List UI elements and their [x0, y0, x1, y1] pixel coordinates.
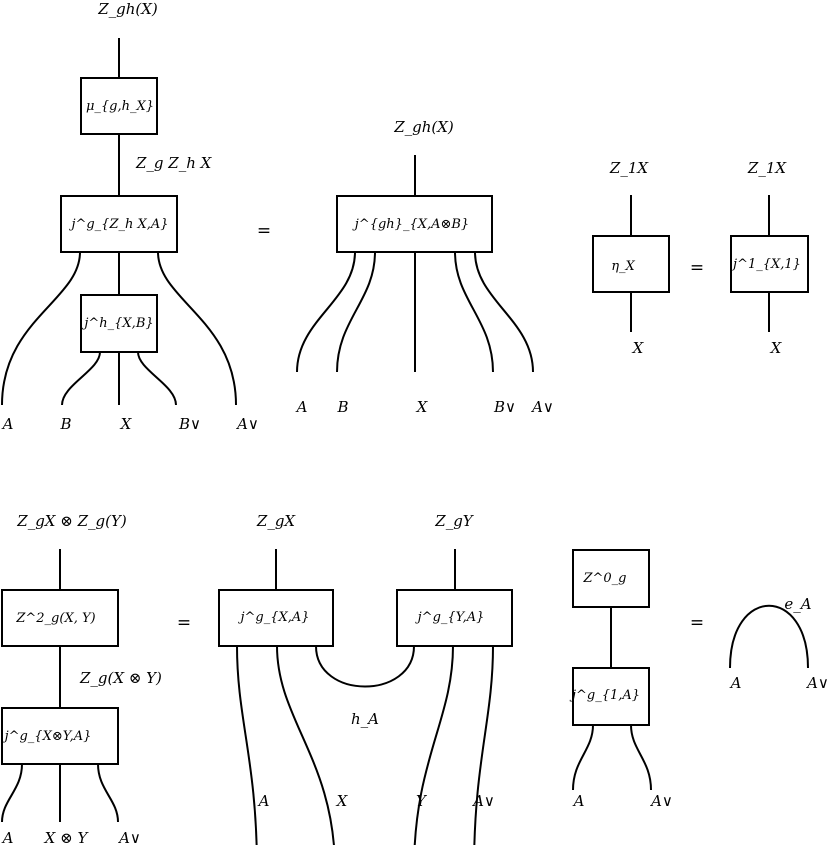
- top-label: Z_gX: [256, 512, 297, 530]
- jgh-label: j^{gh}_{X,A⊗B}: [352, 217, 469, 232]
- z2-box: [1, 589, 119, 647]
- jg-y-box: [396, 589, 513, 647]
- bottom-label: A∨: [805, 674, 829, 692]
- diagram-2: Z_gh(X) j^{gh}_{X,A⊗B} A B X B∨ A∨: [295, 118, 554, 416]
- equals-sign: =: [177, 613, 191, 633]
- top-label: Z_1X: [609, 159, 649, 177]
- cup-label: h_A: [351, 710, 379, 728]
- bottom-label: X: [336, 792, 349, 810]
- z0-label: Z^0_g: [582, 571, 626, 586]
- top-label: Z_1X: [747, 159, 787, 177]
- diagram-3: Z_1X η_X X = Z_1X j^1_{X,1} X: [592, 159, 809, 357]
- diagram-5: Z_gX Z_gY j^g_{X,A} j^g_{Y,A} h_A A X Y …: [218, 512, 513, 845]
- jg-xy-label: j^g_{X⊗Y,A}: [2, 729, 92, 744]
- bottom-label: B∨: [493, 398, 516, 416]
- bottom-label: A: [729, 674, 742, 692]
- bottom-label: X: [120, 415, 133, 433]
- bottom-label: A∨: [649, 792, 673, 810]
- bottom-label: Y: [416, 792, 428, 810]
- bottom-label: A∨: [235, 415, 259, 433]
- jg-x-box: [218, 589, 334, 647]
- jh-label: j^h_{X,B}: [81, 316, 153, 331]
- bottom-label: X: [632, 339, 645, 357]
- equals-sign: =: [690, 258, 704, 278]
- top-label: Z_gh(X): [97, 0, 158, 18]
- bottom-label: A: [295, 398, 308, 416]
- bottom-label: B∨: [178, 415, 201, 433]
- mu-box: [80, 77, 158, 135]
- top-label: Z_gX ⊗ Z_g(Y): [16, 512, 127, 530]
- diagram-4: Z_gX ⊗ Z_g(Y) Z^2_g(X, Y) Z_g(X ⊗ Y) j^g…: [1, 512, 162, 845]
- jg-box: [60, 195, 178, 253]
- bottom-label: A∨: [471, 792, 495, 810]
- j1-box: [730, 235, 809, 293]
- mid-label: Z_g(X ⊗ Y): [79, 669, 162, 687]
- bottom-label: X ⊗ Y: [44, 829, 90, 845]
- jgh-box: [336, 195, 493, 253]
- bottom-label: A: [572, 792, 585, 810]
- equals-sign: =: [690, 613, 704, 633]
- eta-label: η_X: [611, 259, 635, 274]
- j1-label: j^1_{X,1}: [730, 257, 801, 272]
- diagram-7: e_A A A∨: [729, 595, 829, 692]
- jg1-box: [572, 667, 650, 726]
- top-label: Z_gY: [434, 512, 475, 530]
- bottom-label: X: [770, 339, 783, 357]
- bottom-label: A∨: [117, 829, 141, 845]
- z0-box: [572, 549, 650, 608]
- bottom-label: A: [1, 829, 14, 845]
- bottom-label: A: [257, 792, 270, 810]
- bottom-label: A: [1, 415, 14, 433]
- top-label: Z_gh(X): [393, 118, 454, 136]
- mid-label: Z_g Z_h X: [135, 154, 213, 172]
- z2-label: Z^2_g(X, Y): [15, 611, 95, 626]
- jg-x-label: j^g_{X,A}: [237, 610, 309, 625]
- diagram-1: Z_gh(X) Z_g Z_h X μ_{g,h_X} j^g_{Z_h X,A…: [1, 0, 259, 433]
- bottom-label: B: [336, 398, 348, 416]
- bottom-label: B: [59, 415, 71, 433]
- cap-label: e_A: [784, 595, 811, 613]
- bottom-label: X: [416, 398, 429, 416]
- jg-xy-box: [1, 707, 119, 765]
- jg-label: j^g_{Z_h X,A}: [68, 217, 168, 232]
- equals-sign: =: [257, 221, 271, 241]
- jg-y-label: j^g_{Y,A}: [415, 610, 485, 625]
- jh-box: [80, 294, 158, 353]
- eta-box: [592, 235, 670, 293]
- jg1-label: j^g_{1,A}: [569, 688, 640, 703]
- mu-label: μ_{g,h_X}: [86, 99, 154, 114]
- bottom-label: A∨: [530, 398, 554, 416]
- diagram-6: Z^0_g j^g_{1,A} A A∨: [569, 549, 673, 810]
